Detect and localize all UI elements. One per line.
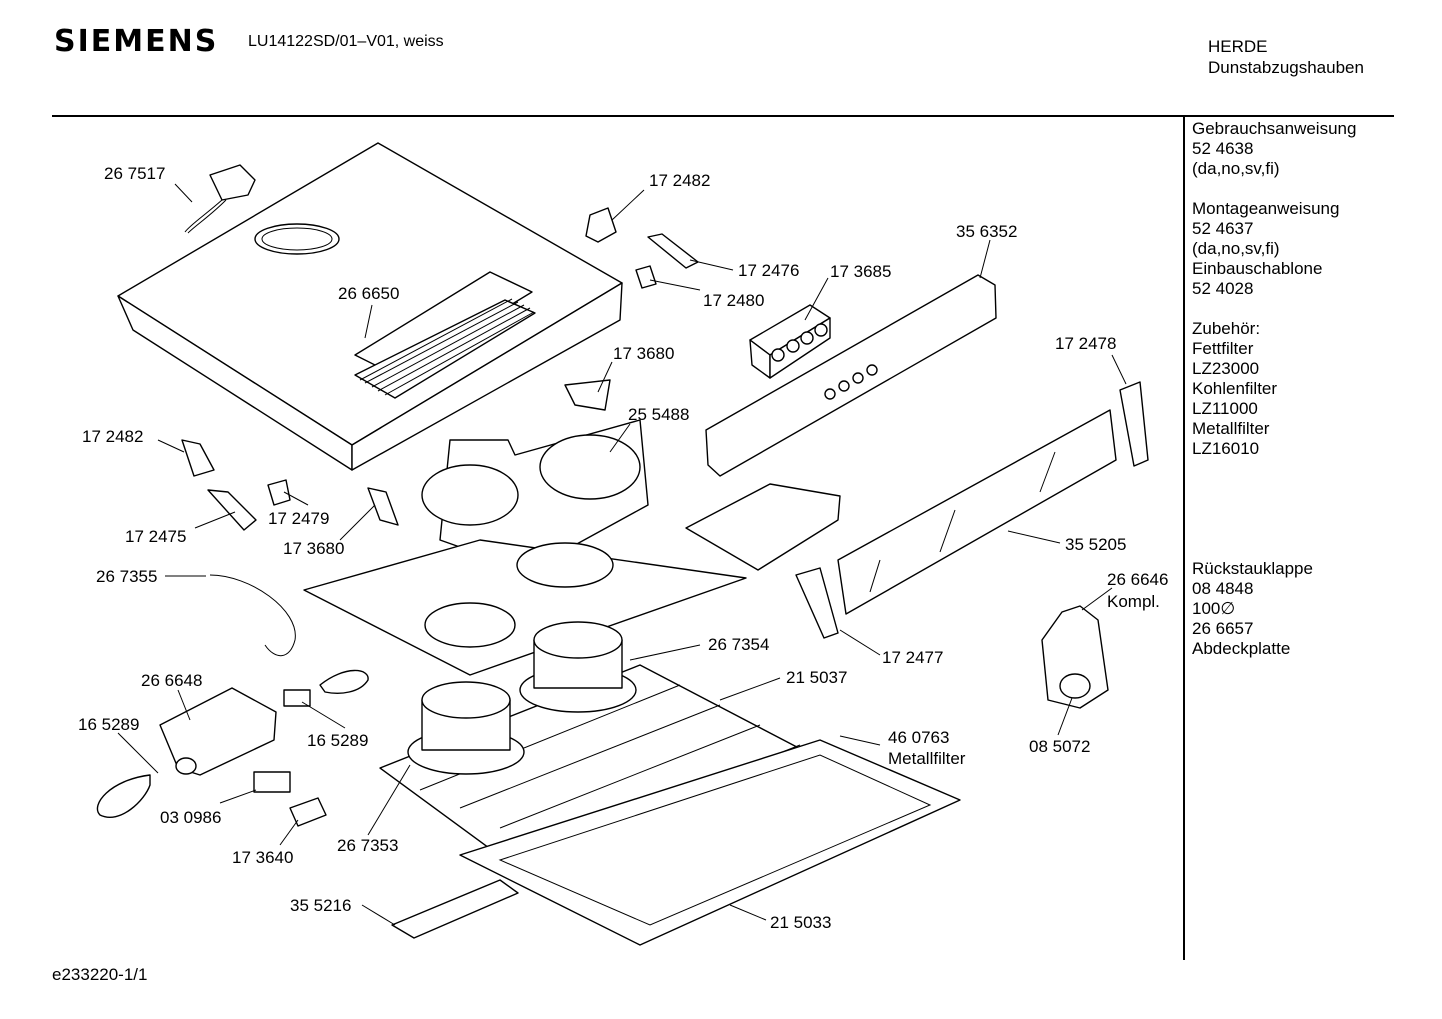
part-note: Kompl.	[1107, 592, 1160, 611]
info-group-accessories: Zubehör: Fettfilter LZ23000 Kohlenfilter…	[1192, 319, 1356, 459]
cover-plate	[289, 797, 327, 827]
blower-motor	[407, 681, 525, 775]
model-title: LU14122SD/01–V01, weiss	[248, 33, 444, 50]
part-label: 26 7354	[708, 635, 769, 654]
flap-part	[367, 487, 399, 526]
info-line: 52 4638	[1192, 139, 1254, 158]
category-line-2: Dunstabzugshauben	[1208, 58, 1364, 77]
info-line: LZ16010	[1192, 439, 1260, 458]
part-label: 35 5216	[290, 896, 351, 915]
part-label: 17 2477	[882, 648, 943, 667]
wiring-harness	[209, 574, 296, 657]
info-group-manual: Gebrauchsanweisung 52 4638 (da,no,sv,fi)	[1192, 119, 1356, 179]
part-label: 26 7355	[96, 567, 157, 586]
info-group-mounting: Montageanweisung 52 4637 (da,no,sv,fi) E…	[1192, 199, 1356, 299]
hood-housing	[117, 142, 623, 471]
brand-logo: SIEMENS	[54, 24, 219, 59]
part-label: 35 6352	[956, 222, 1017, 241]
part-label: 16 5289	[307, 731, 368, 750]
clip-part	[207, 489, 257, 531]
part-label: 26 6648	[141, 671, 202, 690]
info-line: Fettfilter	[1192, 339, 1254, 358]
flap-part	[564, 379, 611, 411]
clip-part	[181, 439, 215, 477]
part-label: 35 5205	[1065, 535, 1126, 554]
info-line: Abdeckplatte	[1192, 639, 1291, 658]
info-line: 26 6657	[1192, 619, 1254, 638]
category-label: HERDE Dunstabzugshauben	[1208, 36, 1364, 78]
blower-motor	[519, 621, 637, 713]
info-column: Gebrauchsanweisung 52 4638 (da,no,sv,fi)…	[1192, 119, 1356, 659]
info-line: Kohlenfilter	[1192, 379, 1278, 398]
info-line: 08 4848	[1192, 579, 1254, 598]
clip-part	[647, 233, 699, 269]
part-label: 17 3640	[232, 848, 293, 867]
info-line: Rückstauklappe	[1192, 559, 1313, 578]
part-label: 46 0763	[888, 728, 949, 747]
part-label: 26 7353	[337, 836, 398, 855]
grease-filter	[459, 739, 961, 946]
part-label: 26 7517	[104, 164, 165, 183]
part-label: 25 5488	[628, 405, 689, 424]
info-line: (da,no,sv,fi)	[1192, 159, 1280, 178]
power-cord	[184, 164, 256, 234]
base-plate	[303, 539, 747, 676]
info-line: Zubehör:	[1192, 319, 1261, 338]
part-label: 21 5033	[770, 913, 831, 932]
clip-part	[267, 479, 291, 506]
part-label: 17 2479	[268, 509, 329, 528]
exploded-view-diagram: 26 7517 17 2482 17 2476 17 3685 35 6352 …	[78, 142, 1168, 946]
header-rule	[52, 115, 1394, 117]
part-label: 17 2475	[125, 527, 186, 546]
info-line: LZ11000	[1192, 399, 1258, 418]
part-label: 16 5289	[78, 715, 139, 734]
sidebar-divider	[1183, 117, 1185, 960]
info-line: 100∅	[1192, 599, 1236, 618]
category-line-1: HERDE	[1208, 37, 1268, 56]
info-line: 52 4028	[1192, 279, 1254, 298]
info-line: LZ23000	[1192, 359, 1260, 378]
part-label: 26 6650	[338, 284, 399, 303]
part-label: 17 2478	[1055, 334, 1116, 353]
lamp-holder	[159, 687, 277, 776]
part-label: 17 2476	[738, 261, 799, 280]
end-cap	[795, 567, 839, 639]
part-label: 21 5037	[786, 668, 847, 687]
bulb	[319, 669, 369, 694]
part-label: 17 2482	[82, 427, 143, 446]
part-label: 17 3680	[283, 539, 344, 558]
info-line: (da,no,sv,fi)	[1192, 239, 1280, 258]
info-line: 52 4637	[1192, 219, 1254, 238]
part-label: 08 5072	[1029, 737, 1090, 756]
front-panel	[837, 409, 1117, 615]
document-id: e233220-1/1	[52, 965, 148, 984]
info-line: Einbauschablone	[1192, 259, 1323, 278]
part-callouts: 26 7517 17 2482 17 2476 17 3685 35 6352 …	[78, 164, 1168, 932]
leader-lines	[117, 183, 1127, 926]
info-line: Gebrauchsanweisung	[1192, 119, 1357, 138]
part-note: Metallfilter	[888, 749, 966, 768]
baffle-plate	[685, 483, 841, 571]
info-line: Montageanweisung	[1192, 199, 1340, 218]
bulb	[96, 774, 151, 818]
switch-block	[749, 304, 831, 379]
part-label: 17 2482	[649, 171, 710, 190]
accessory-bag	[1041, 605, 1109, 709]
control-panel	[705, 274, 997, 477]
part-label: 17 3685	[830, 262, 891, 281]
end-cap	[1119, 381, 1149, 467]
part-label: 03 0986	[160, 808, 221, 827]
lamp-socket	[283, 689, 311, 707]
part-label: 17 2480	[703, 291, 764, 310]
clip-part	[585, 207, 617, 243]
trim-strip	[391, 879, 519, 939]
part-label: 17 3680	[613, 344, 674, 363]
part-label: 26 6646	[1107, 570, 1168, 589]
fan-housing	[421, 419, 649, 571]
clip-part	[635, 265, 657, 289]
info-group-backflow: Rückstauklappe 08 4848 100∅ 26 6657 Abde…	[1192, 559, 1356, 659]
terminal-block	[253, 771, 291, 793]
info-line: Metallfilter	[1192, 419, 1270, 438]
